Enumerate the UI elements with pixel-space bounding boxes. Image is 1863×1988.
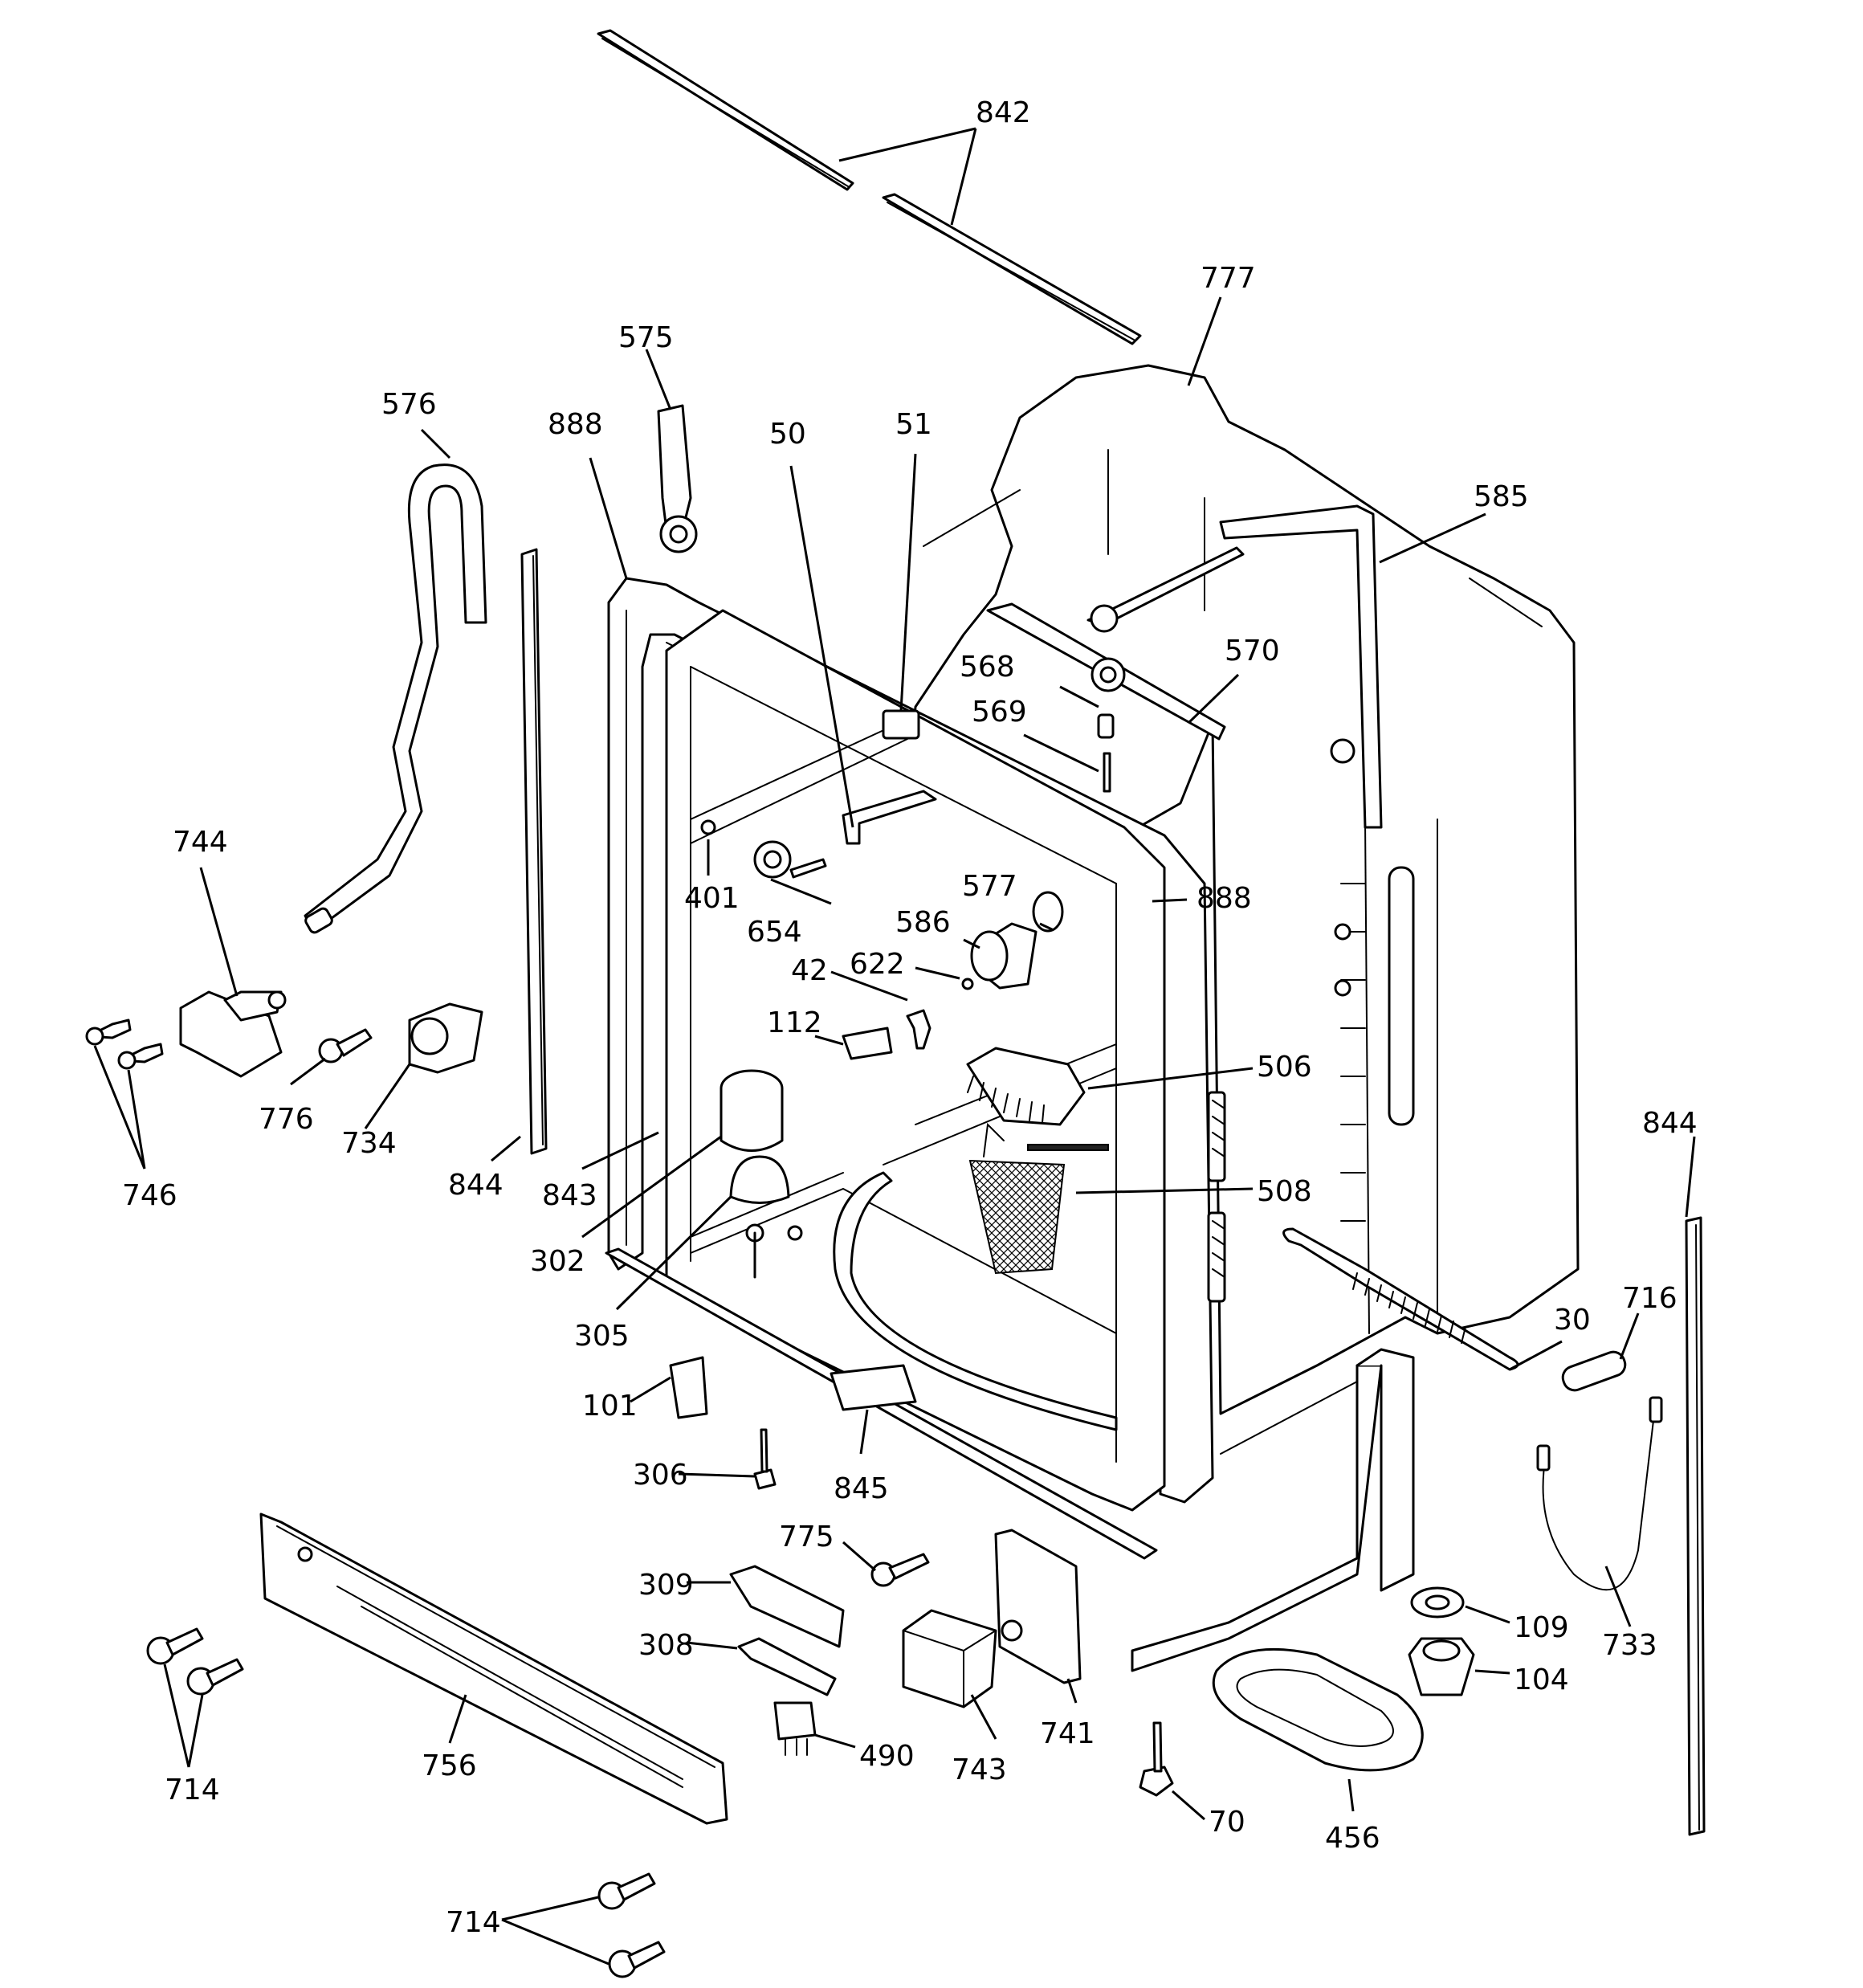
latch-308	[737, 1637, 837, 1696]
hose-576	[304, 463, 487, 934]
leveling-leg-70	[1139, 1721, 1174, 1797]
callout-744: 744	[173, 826, 228, 859]
callout-714-left: 714	[165, 1774, 220, 1806]
callout-777: 777	[1201, 262, 1256, 295]
callout-775: 775	[779, 1521, 834, 1553]
clip-112	[842, 1027, 893, 1060]
screw-776	[318, 1028, 373, 1063]
callout-506: 506	[1257, 1051, 1312, 1084]
screw-714-bottom	[597, 1872, 666, 1978]
wash-arm-nut-568	[1097, 713, 1115, 739]
callout-labels: 842 777 575 576 888 50 51 585 568 570 56…	[122, 96, 1698, 1939]
callout-714-bottom: 714	[446, 1906, 501, 1939]
callout-842: 842	[976, 96, 1031, 129]
callout-104: 104	[1514, 1663, 1569, 1696]
top-rail-842-back	[882, 193, 1142, 345]
callout-309: 309	[638, 1569, 694, 1602]
callout-575: 575	[618, 321, 674, 354]
bolt-42	[906, 1009, 932, 1050]
callout-308: 308	[638, 1629, 694, 1662]
callout-845: 845	[834, 1472, 889, 1505]
callout-305: 305	[574, 1320, 630, 1353]
callout-112: 112	[767, 1006, 822, 1039]
callout-508: 508	[1257, 1175, 1312, 1208]
leveling-leg-306	[753, 1428, 777, 1490]
vent-575	[657, 404, 698, 553]
sump-hose-loop	[745, 1171, 1118, 1431]
callout-51: 51	[895, 408, 932, 441]
bottom-rail-845	[605, 1247, 1158, 1560]
screw-401	[700, 819, 716, 835]
callout-456: 456	[1325, 1822, 1380, 1855]
filter-basket-508	[968, 1122, 1109, 1275]
callout-101: 101	[582, 1390, 638, 1423]
callout-756: 756	[422, 1749, 477, 1782]
supply-tube-585	[1219, 504, 1383, 829]
callout-570: 570	[1225, 635, 1280, 667]
cam-734	[408, 1002, 483, 1074]
screw-622	[961, 978, 974, 990]
water-valve-744	[179, 990, 287, 1078]
callout-844-left: 844	[448, 1169, 503, 1202]
callout-109: 109	[1514, 1611, 1569, 1644]
dome-305	[729, 1155, 790, 1204]
callout-716: 716	[1622, 1282, 1678, 1315]
gasket-577	[1032, 891, 1064, 933]
wash-arm-570	[986, 546, 1245, 741]
motor-cover-302	[720, 1069, 784, 1152]
callout-654: 654	[747, 916, 802, 949]
callout-746: 746	[122, 1179, 177, 1212]
callout-569: 569	[972, 696, 1027, 729]
callout-734: 734	[341, 1127, 397, 1160]
side-seal-844-left	[520, 548, 548, 1155]
callout-576: 576	[381, 388, 437, 421]
toe-kick-756	[259, 1512, 728, 1825]
callout-50: 50	[769, 418, 806, 451]
callout-577: 577	[962, 870, 1017, 903]
inlet-586	[970, 922, 1037, 990]
callout-401: 401	[684, 882, 740, 915]
cable-733	[1536, 1396, 1663, 1591]
cover-716	[1561, 1350, 1627, 1392]
controller-743	[902, 1609, 997, 1708]
callout-70: 70	[1209, 1806, 1245, 1839]
screw-569	[1103, 752, 1111, 793]
screw-775	[870, 1553, 930, 1587]
latch-51	[882, 709, 920, 740]
switch-490	[773, 1701, 817, 1756]
screw-746	[85, 1018, 164, 1070]
callout-568: 568	[960, 651, 1015, 684]
screw-714-left	[146, 1627, 244, 1696]
callout-843: 843	[542, 1179, 597, 1212]
base-frame	[1131, 1348, 1415, 1672]
callout-302: 302	[530, 1245, 585, 1278]
bracket-50	[842, 790, 937, 845]
callout-733: 733	[1602, 1629, 1657, 1662]
mounting-plate-741	[994, 1529, 1082, 1684]
callout-586: 586	[895, 906, 951, 939]
callout-776: 776	[259, 1103, 314, 1136]
leader-lines	[93, 127, 1696, 1966]
base-456	[1212, 1647, 1424, 1772]
grommet-109	[1410, 1586, 1465, 1619]
side-seal-844-right	[1685, 1216, 1706, 1836]
callout-888-top: 888	[548, 408, 603, 441]
callout-844-right: 844	[1642, 1107, 1698, 1140]
callout-42: 42	[791, 954, 828, 987]
callout-743: 743	[952, 1753, 1007, 1786]
top-rail-842-front	[597, 29, 854, 191]
filter-506	[966, 1047, 1086, 1126]
callout-306: 306	[633, 1459, 688, 1492]
callout-888-right: 888	[1196, 882, 1252, 915]
nut-104	[1408, 1637, 1475, 1696]
bracket-101	[669, 1356, 708, 1419]
bracket-309	[729, 1565, 845, 1648]
callout-585: 585	[1474, 480, 1529, 513]
callout-30: 30	[1554, 1304, 1591, 1337]
callout-622: 622	[850, 948, 905, 981]
callout-741: 741	[1040, 1717, 1095, 1750]
thermostat-654	[753, 840, 827, 879]
callout-490: 490	[859, 1740, 915, 1773]
